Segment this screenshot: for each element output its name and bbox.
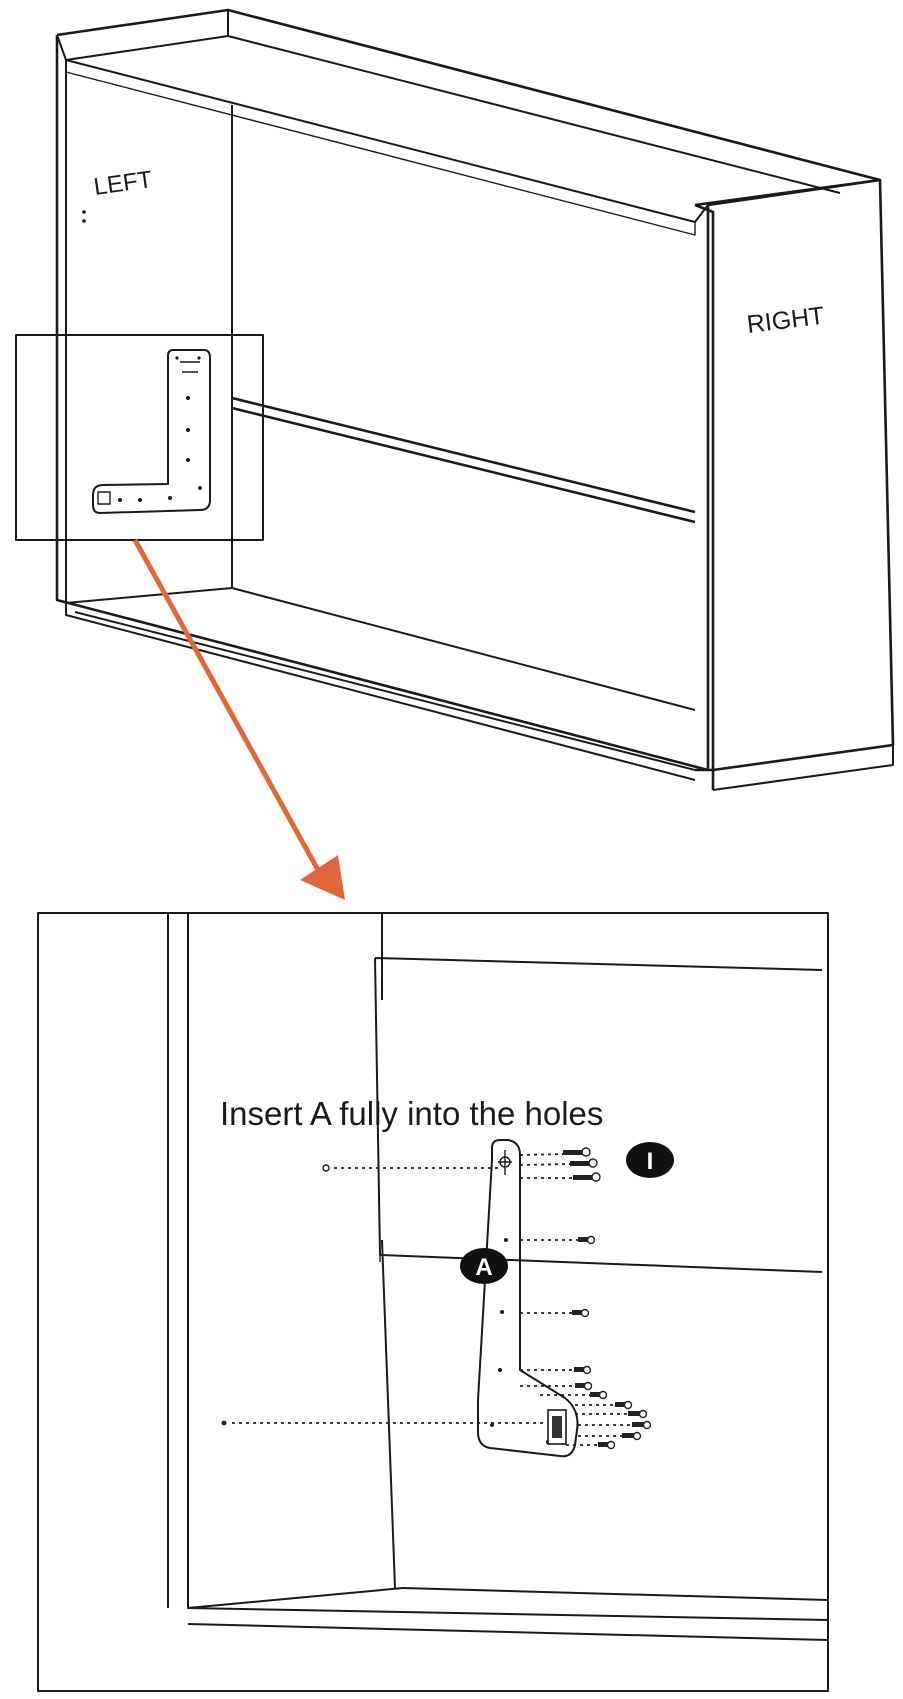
label-left: LEFT [92,166,154,201]
hole-marker-bottom [221,1420,227,1426]
badge-i-text: I [647,1148,654,1175]
badge-a: A [460,1248,508,1284]
screw [574,1365,592,1375]
screw [622,1431,642,1441]
badge-i: I [626,1142,674,1178]
small-bracket [92,349,211,514]
cabinet-right-panel-edge [712,745,894,791]
zoom-box [15,334,264,541]
screw [598,1440,616,1450]
cabinet-top-panel-front [65,71,696,236]
label-right: RIGHT [745,302,826,339]
cabinet-overview: LEFT RIGHT [15,8,895,791]
screw [575,1381,593,1391]
hole-marker-top [322,1164,330,1172]
screw [615,1400,633,1410]
zoom-arrow-shaft [132,538,321,872]
screw [632,1420,652,1430]
screws [519,1147,652,1450]
zoom-arrow-head [300,855,345,900]
screw [578,1235,596,1245]
cabinet-top-panel [65,35,841,223]
cabinet-outline [55,8,882,772]
detail-inner-back [381,913,396,1589]
detail-left-panel [167,913,404,1609]
cabinet-middle-rail [231,396,696,524]
detail-bottom-floor [187,1587,829,1641]
screw [570,1158,598,1168]
cabinet-right-panel [694,178,895,790]
instruction-text: Insert A fully into the holes [220,1095,603,1132]
zoom-arrow [132,538,345,900]
screw [590,1390,608,1400]
left-panel-marks [82,210,86,223]
screw [572,1308,590,1318]
detail-view: Insert A fully into the holes [37,912,829,1692]
badge-a-text: A [475,1254,492,1281]
screw [573,1172,601,1182]
bracket-a [477,1139,579,1458]
screw [563,1147,591,1157]
detail-frame [37,912,829,1692]
screw [628,1409,648,1419]
cabinet-left-panel [56,10,229,603]
bracket-a-shape [477,1139,579,1458]
cabinet-bottom-panel [65,587,696,781]
